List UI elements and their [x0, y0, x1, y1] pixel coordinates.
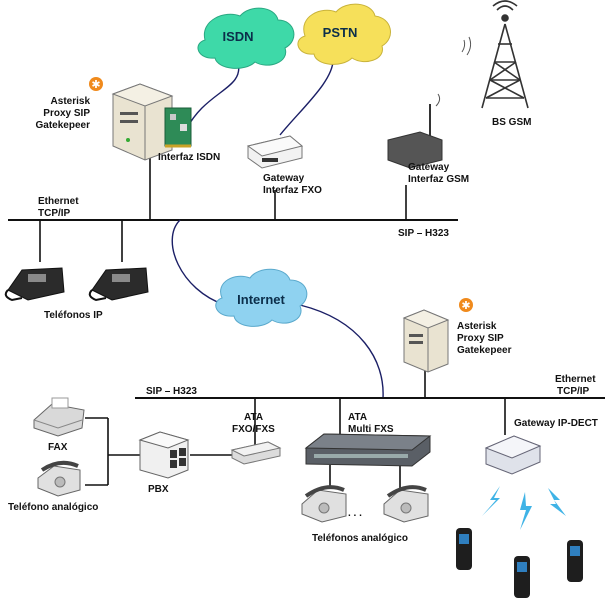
- fax-label: FAX: [48, 442, 68, 453]
- cell-tower-icon: [481, 0, 529, 109]
- telefonos-ip-label: Teléfonos IP: [44, 310, 103, 321]
- gateway-fxo-device: [246, 135, 304, 169]
- dect-handset-icon: [514, 556, 530, 598]
- gateway-ip-dect-device: [484, 435, 542, 475]
- isdn-cloud: ISDN: [197, 7, 295, 69]
- ata-multi-line1: ATA: [348, 412, 367, 423]
- asterisk-mid-line1: Asterisk: [457, 321, 497, 332]
- telefono-analogico-label: Teléfono analógico: [8, 502, 98, 513]
- internet-cloud: Internet: [215, 268, 308, 327]
- telefonos-analogico-label: Teléfonos analógico: [312, 533, 408, 544]
- gateway-fxo-line2: Interfaz FXO: [263, 185, 322, 196]
- ata-multi-fxs-device: [304, 433, 432, 467]
- isdn-card-icon: [164, 107, 192, 147]
- isdn-label: ISDN: [222, 29, 253, 44]
- analog-phone-icon: [301, 485, 347, 523]
- gateway-ip-dect-label: Gateway IP-DECT: [514, 418, 598, 429]
- asterisk-top-line1: Asterisk: [51, 96, 91, 107]
- signal-waves-icon: [461, 36, 472, 56]
- ethernet-top-line1: Ethernet: [38, 196, 79, 207]
- ata-fxo-line1: ATA: [244, 412, 263, 423]
- asterisk-star-icon: ✱: [461, 299, 470, 312]
- fax-icon: [33, 397, 85, 437]
- wireless-signal-icon: [482, 486, 566, 530]
- ip-phone-icon: [88, 267, 149, 302]
- asterisk-star-icon: ✱: [91, 78, 100, 91]
- bus-internet-curve: [171, 219, 226, 306]
- isdn-curve: [184, 61, 240, 133]
- sip-h323-mid-label: SIP – H323: [146, 386, 197, 397]
- dect-handset-icon: [456, 528, 472, 570]
- dect-handset-icon: [567, 540, 583, 582]
- internet-label: Internet: [237, 292, 285, 307]
- ethernet-top-line2: TCP/IP: [38, 208, 71, 219]
- ip-phone-icon: [4, 267, 65, 302]
- pstn-curve: [279, 57, 334, 136]
- asterisk-mid-line3: Gatekepeer: [457, 345, 512, 356]
- asterisk-top-line2: Proxy SIP: [43, 108, 90, 119]
- pstn-label: PSTN: [323, 25, 358, 40]
- internet-bus-curve: [299, 304, 384, 399]
- pbx-icon: [138, 431, 190, 479]
- gateway-gsm-line2: Interfaz GSM: [408, 174, 469, 185]
- asterisk-logo-icon: [459, 298, 473, 312]
- analog-phone-icon: [383, 485, 429, 523]
- asterisk-mid-line2: Proxy SIP: [457, 333, 504, 344]
- pbx-label: PBX: [148, 484, 169, 495]
- pstn-cloud: PSTN: [297, 3, 391, 65]
- gateway-fxo-line1: Gateway: [263, 173, 305, 184]
- gateway-gsm-line1: Gateway: [408, 162, 450, 173]
- asterisk-server-mid: ✱: [402, 298, 473, 373]
- interfaz-isdn-label: Interfaz ISDN: [158, 152, 220, 163]
- ethernet-mid-line2: TCP/IP: [557, 386, 590, 397]
- asterisk-server-top: ✱: [89, 77, 192, 161]
- asterisk-top-line3: Gatekepeer: [36, 120, 91, 131]
- asterisk-logo-icon: [89, 77, 103, 91]
- bs-gsm-label: BS GSM: [492, 117, 531, 128]
- ata-fxo-line2: FXO/FXS: [232, 424, 275, 435]
- ata-multi-line2: Multi FXS: [348, 424, 394, 435]
- ellipsis-label: . . .: [348, 508, 362, 519]
- ata-fxo-device: [230, 441, 282, 465]
- analog-phone-icon: [37, 460, 81, 497]
- sip-h323-top-label: SIP – H323: [398, 228, 449, 239]
- gateway-gsm-device: [387, 93, 443, 169]
- ethernet-mid-line1: Ethernet: [555, 374, 596, 385]
